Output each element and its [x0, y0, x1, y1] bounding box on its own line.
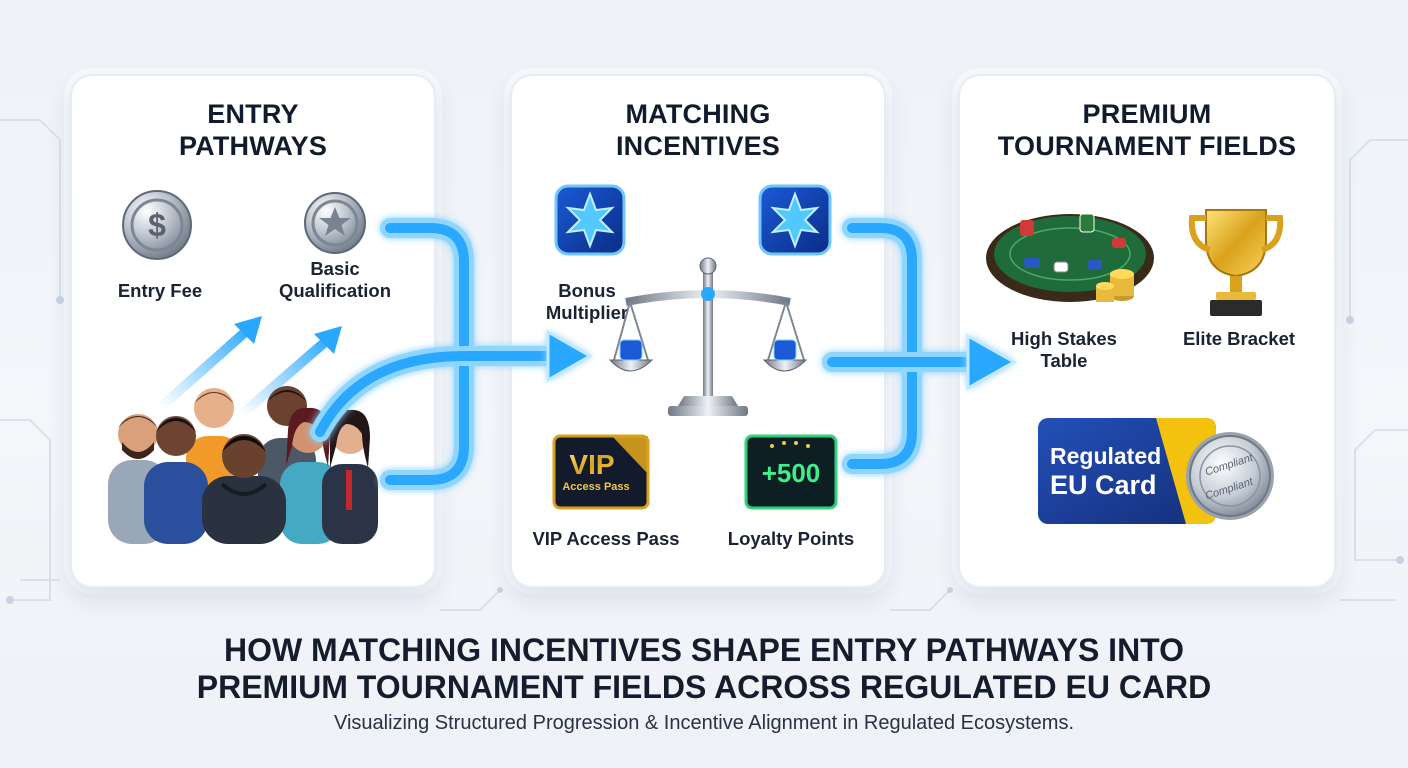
dollar-coin-icon: $	[122, 190, 192, 260]
loyalty-points-label: Loyalty Points	[727, 528, 855, 549]
basic-label: Basic	[310, 258, 360, 279]
entry-fee-label: Entry Fee	[117, 280, 203, 301]
regulated-eu-card-icon: Regulated EU Card Compliant Compliant	[1038, 418, 1274, 524]
vip-pass-icon: VIP Access Pass	[552, 434, 650, 510]
vip-card-small-text: Access Pass	[562, 481, 629, 493]
trophy-icon	[1188, 209, 1284, 316]
star-badge-icon	[554, 184, 626, 256]
premium-title-line1: PREMIUM	[1082, 99, 1212, 129]
entry-pathways-panel: ENTRY PATHWAYS $ Entry Fee Basic Qualifi…	[70, 74, 436, 588]
high-stakes-label: High Stakes	[1011, 328, 1117, 349]
qualification-label: Qualification	[278, 280, 392, 301]
star-coin-icon	[304, 192, 366, 254]
footer-title-line2: PREMIUM TOURNAMENT FIELDS ACROSS REGULAT…	[196, 669, 1212, 705]
entry-pathways-title: ENTRY PATHWAYS	[72, 98, 434, 162]
vip-card-big-text: VIP	[569, 449, 614, 480]
premium-title-line2: TOURNAMENT FIELDS	[997, 131, 1297, 161]
footer-subtitle: Visualizing Structured Progression & Inc…	[333, 712, 1074, 734]
matching-incentives-panel: MATCHING INCENTIVES Bonus Multiplier	[510, 74, 886, 588]
people-crowd-icon	[108, 386, 378, 544]
svg-text:$: $	[148, 207, 166, 243]
premium-tournament-fields-panel: PREMIUM TOURNAMENT FIELDS High Stakes Ta…	[958, 74, 1336, 588]
incentives-title-line2: INCENTIVES	[615, 131, 781, 161]
table-label: Table	[1040, 350, 1088, 371]
elite-bracket-label: Elite Bracket	[1182, 328, 1296, 349]
entry-title-line1: ENTRY	[207, 99, 299, 129]
footer-title-line1: HOW MATCHING INCENTIVES SHAPE ENTRY PATH…	[223, 632, 1185, 668]
loyalty-points-icon: +500	[744, 434, 838, 510]
incentives-title-line1: MATCHING	[625, 99, 771, 129]
premium-fields-title: PREMIUM TOURNAMENT FIELDS	[960, 98, 1334, 162]
points-value-text: +500	[762, 458, 821, 488]
card-line1-text: Regulated	[1050, 443, 1161, 469]
matching-incentives-title: MATCHING INCENTIVES	[512, 98, 884, 162]
star-badge-icon	[758, 184, 832, 256]
entry-title-line2: PATHWAYS	[178, 131, 328, 161]
balance-scale-icon	[608, 257, 808, 416]
multiplier-label: Multiplier	[545, 302, 629, 323]
poker-table-icon	[986, 213, 1154, 302]
card-line2-text: EU Card	[1050, 470, 1157, 500]
vip-access-pass-label: VIP Access Pass	[532, 528, 680, 549]
compliant-seal-icon: Compliant Compliant	[1186, 432, 1274, 520]
footer-title: HOW MATCHING INCENTIVES SHAPE ENTRY PATH…	[0, 632, 1408, 706]
bonus-label: Bonus	[558, 280, 616, 301]
